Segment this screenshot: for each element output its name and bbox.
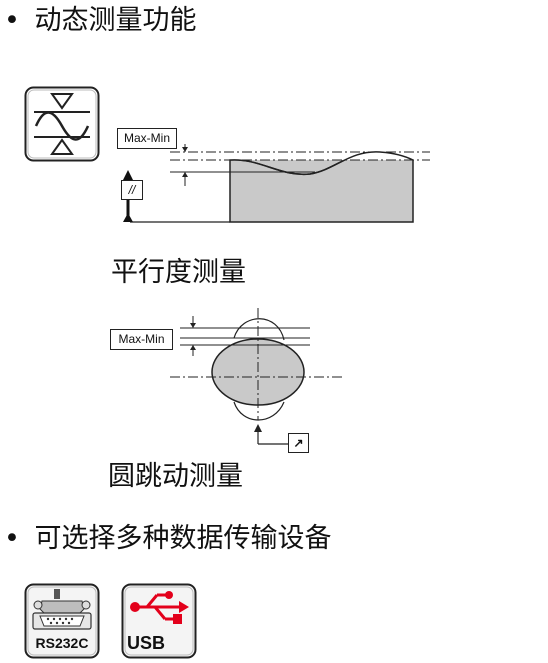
runout-figure: [160, 308, 360, 458]
section-devices-heading: • 可选择多种数据传输设备: [4, 522, 332, 556]
dynamic-measure-icon: [24, 86, 100, 162]
runout-maxmin-label: Max-Min: [110, 329, 173, 350]
parallelism-symbol: //: [121, 180, 143, 200]
parallelism-maxmin-label: Max-Min: [117, 128, 177, 149]
rs232c-connector-icon: [32, 589, 92, 630]
section-title: 可选择多种数据传输设备: [34, 523, 332, 554]
parallelism-caption: 平行度测量: [111, 257, 246, 288]
rs232c-label: RS232C: [35, 635, 89, 651]
section-title: 动态测量功能: [34, 5, 197, 36]
bullet-marker: •: [4, 523, 20, 554]
parallelism-figure: [110, 122, 440, 232]
runout-caption: 圆跳动测量: [108, 461, 243, 492]
section-dynamic-heading: • 动态测量功能: [4, 4, 197, 38]
runout-symbol: ↗: [288, 433, 309, 453]
usb-icon: [130, 591, 189, 624]
usb-device-icon: USB: [121, 583, 197, 659]
bullet-marker: •: [4, 5, 20, 36]
rs232c-device-icon: RS232C: [24, 583, 100, 659]
usb-label: USB: [127, 633, 166, 653]
